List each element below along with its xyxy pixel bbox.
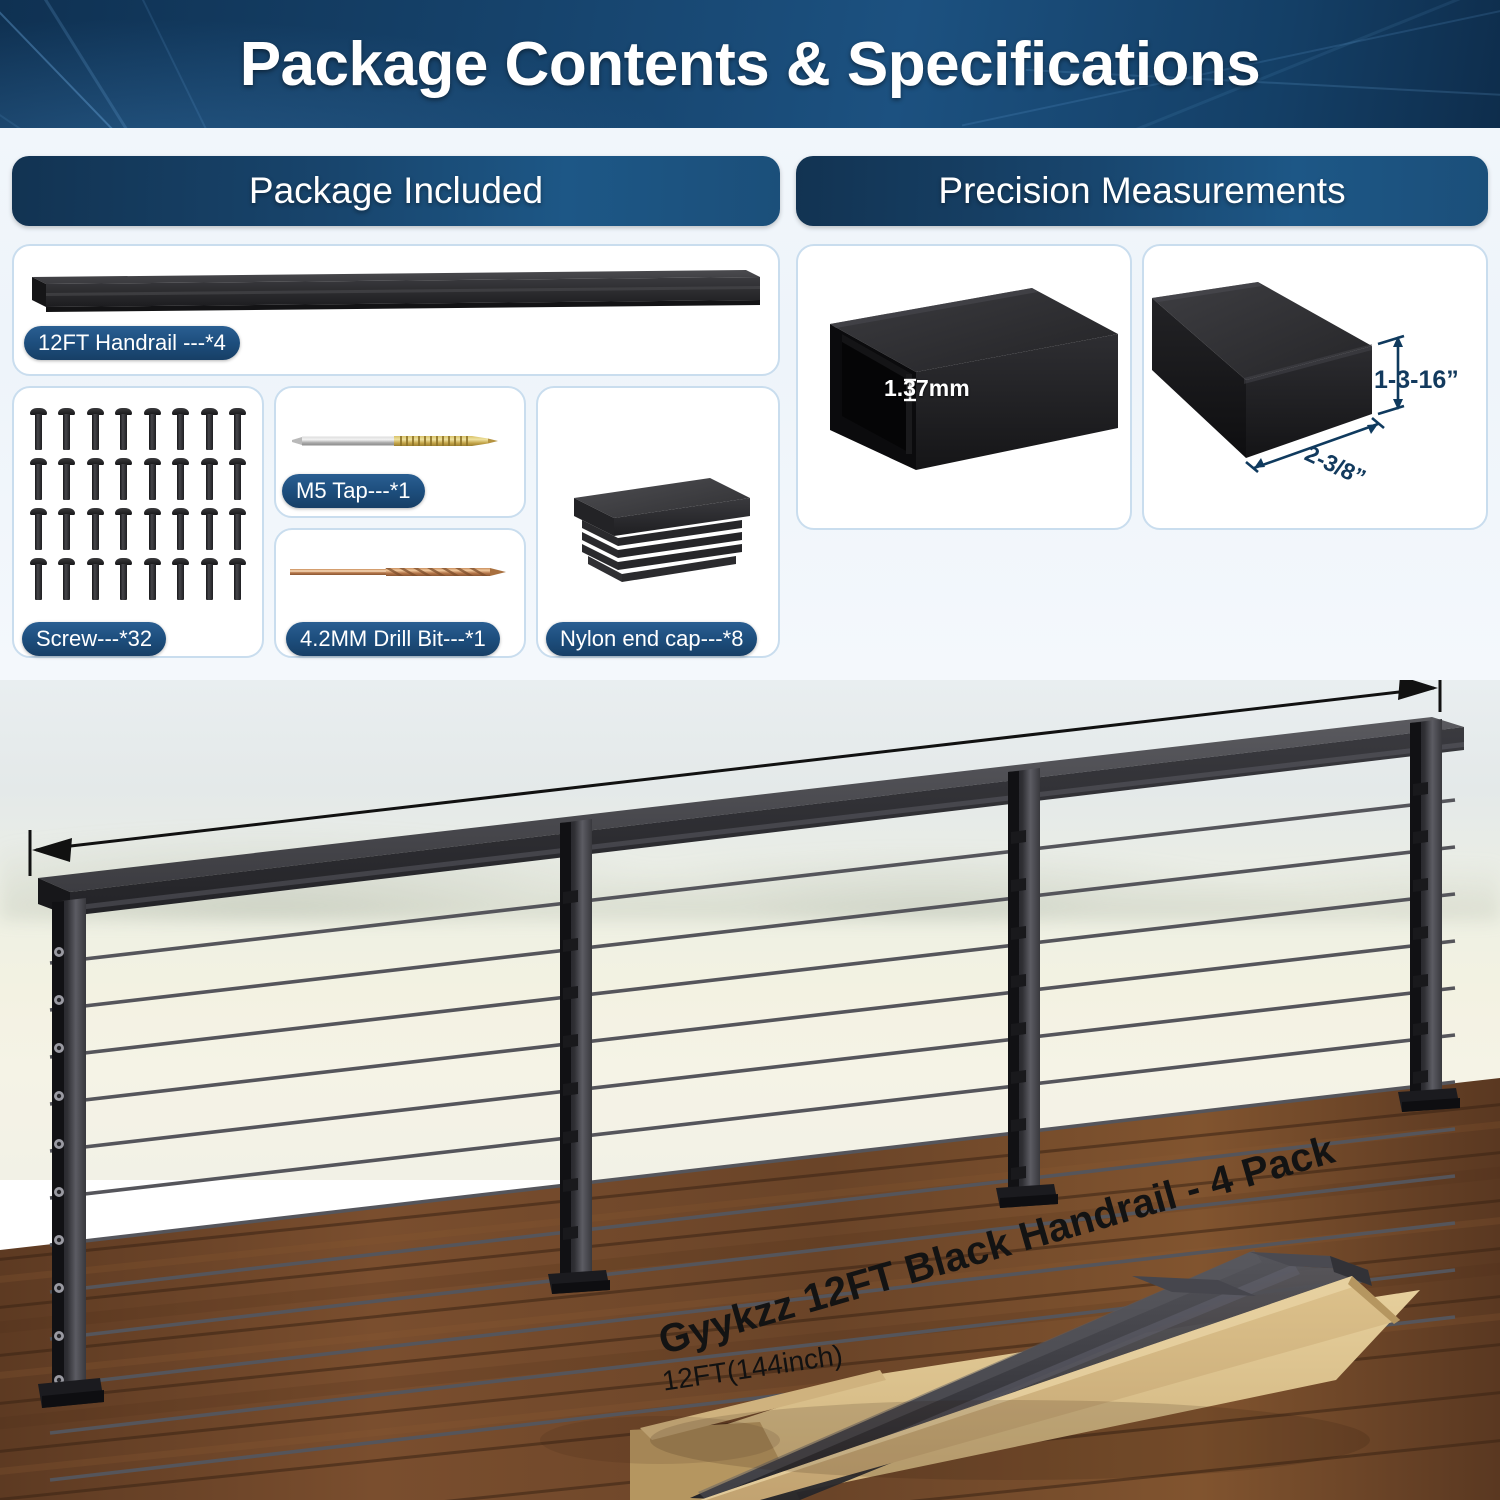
screw-icon xyxy=(143,408,161,450)
profile-dimensions-illustration xyxy=(1152,282,1405,473)
thread-tap-icon xyxy=(292,436,498,446)
screw-icon xyxy=(58,458,76,500)
screw-icon xyxy=(58,558,76,600)
screw-icon xyxy=(29,408,47,450)
handrail-bar-icon xyxy=(32,270,760,312)
screw-icon xyxy=(200,508,218,550)
screw-icon xyxy=(86,558,104,600)
screw-icon xyxy=(143,508,161,550)
screw-icon xyxy=(86,408,104,450)
page-title: Package Contents & Specifications xyxy=(239,29,1261,99)
product-lifestyle-scene: 12FT(144inch) xyxy=(0,680,1500,1500)
screw-icon xyxy=(115,558,133,600)
item-label-handrail: 12FT Handrail ---*4 xyxy=(24,326,240,360)
tube-cross-section-illustration xyxy=(830,288,1118,470)
screws-group xyxy=(24,404,252,604)
screw-icon xyxy=(29,558,47,600)
screw-icon xyxy=(115,508,133,550)
screw-icon xyxy=(86,508,104,550)
screw-icon xyxy=(115,458,133,500)
screw-icon xyxy=(29,458,47,500)
screw-icon xyxy=(229,558,247,600)
screw-icon xyxy=(172,408,190,450)
profile-height-value: 1-3-16” xyxy=(1374,366,1459,394)
screw-icon xyxy=(229,508,247,550)
screw-icon xyxy=(172,558,190,600)
item-label-drill-bit: 4.2MM Drill Bit---*1 xyxy=(286,622,500,656)
screw-icon xyxy=(200,558,218,600)
header-glow xyxy=(0,0,760,128)
section-header-precision-measurements: Precision Measurements xyxy=(796,156,1488,226)
screw-icon xyxy=(58,408,76,450)
screw-icon xyxy=(86,458,104,500)
screw-icon xyxy=(229,458,247,500)
screw-icon xyxy=(29,508,47,550)
item-label-end-cap: Nylon end cap---*8 xyxy=(546,622,758,656)
item-label-screws: Screw---*32 xyxy=(22,622,167,656)
end-cap-icon xyxy=(574,478,750,582)
screw-icon xyxy=(229,408,247,450)
screw-icon xyxy=(58,508,76,550)
screw-icon xyxy=(172,458,190,500)
item-card-screws xyxy=(12,386,264,658)
item-label-tap: M5 Tap---*1 xyxy=(282,474,425,508)
screw-icon xyxy=(143,458,161,500)
cable-railing-illustration xyxy=(0,680,1500,1500)
wall-thickness-value: 1.37mm xyxy=(884,375,970,401)
section-header-package-included: Package Included xyxy=(12,156,780,226)
drill-bit-icon xyxy=(290,568,506,576)
screw-icon xyxy=(115,408,133,450)
screw-icon xyxy=(200,408,218,450)
page-header-banner: Package Contents & Specifications xyxy=(0,0,1500,128)
screw-icon xyxy=(172,508,190,550)
screw-icon xyxy=(200,458,218,500)
screw-icon xyxy=(143,558,161,600)
